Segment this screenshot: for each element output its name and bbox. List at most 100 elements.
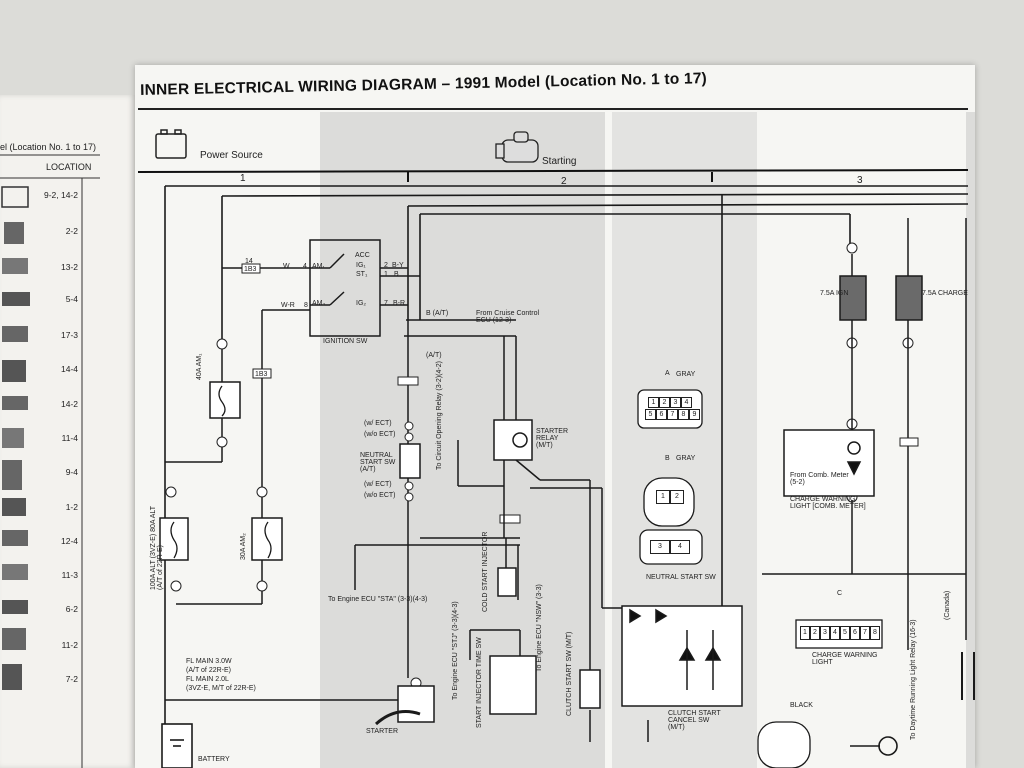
canada-note: (Canada): [944, 590, 951, 620]
connector-pin: 3: [650, 540, 670, 554]
connector-pin: 3: [670, 397, 681, 408]
fl-main-line4: (3VZ-E, M/T of 22R-E): [186, 685, 256, 692]
fl-main-line2: (A/T of 22R-E): [186, 667, 231, 674]
starter-label: STARTER: [366, 728, 399, 735]
ign-wire-w: W: [283, 263, 290, 270]
ign-wire-b: B: [394, 271, 399, 278]
connector-pin: 4: [670, 540, 690, 554]
battery-icon: [155, 129, 187, 159]
connector-pin: 4: [681, 397, 692, 408]
ign-wire-by: B-Y: [392, 262, 404, 269]
wo-ect-note-1: (w/o ECT): [364, 431, 396, 438]
column-3: 3: [857, 175, 863, 186]
location-entry: 17-3: [60, 330, 78, 340]
ign-pin-1: 1: [384, 271, 388, 278]
starter-relay: [493, 419, 533, 461]
b-at-note: B (A/T): [426, 310, 449, 317]
wo-ect-note-2: (w/o ECT): [364, 492, 396, 499]
start-injector-time-switch: [489, 655, 537, 715]
w-ect-note-2: (w/ ECT): [364, 481, 392, 488]
connector-a-letter: A: [665, 370, 670, 377]
fuse-blocks: [159, 381, 283, 561]
connector-pin: 6: [656, 409, 667, 420]
start-injector-time-sw-label: START INJECTOR TIME SW: [476, 637, 483, 728]
starter-relay-label: STARTER RELAY (M/T): [536, 428, 569, 449]
location-entry: 6-2: [65, 604, 78, 614]
location-entry: 11-2: [61, 640, 78, 650]
connector-black: [757, 721, 811, 768]
charge-fuse: [895, 275, 923, 321]
column-2: 2: [561, 176, 567, 187]
charge-warning-light: [783, 429, 875, 497]
location-entry: 5-4: [65, 294, 78, 304]
ign-pin-8: 8: [304, 302, 308, 309]
battery: [161, 723, 193, 768]
neutral-start-connector-label: NEUTRAL START SW: [646, 574, 716, 581]
at-note: (A/T): [426, 352, 442, 359]
connector-pin: 7: [667, 409, 678, 420]
connector-pin: 8: [870, 626, 880, 640]
from-comb-meter-note: From Comb. Meter (5-2): [790, 472, 849, 486]
ign-fuse: [839, 275, 867, 321]
connector-b-letter: B: [665, 455, 670, 462]
engine-ecu-sta-note: To Engine ECU "STA" (3-3)(4-3): [328, 596, 428, 603]
clutch-start-cancel-sw-label: CLUTCH START CANCEL SW (M/T): [668, 710, 721, 731]
ign-wire-wr: W-R: [281, 302, 295, 309]
left-page-title: el (Location No. 1 to 17): [0, 142, 97, 152]
clutch-start-switch: [579, 669, 601, 709]
gray-label-a: GRAY: [676, 371, 696, 378]
location-entry: 12-4: [60, 536, 78, 546]
location-entry: 7-2: [65, 674, 78, 684]
ground-terminal: [850, 736, 898, 756]
ign-st1-label: ST₁: [356, 271, 368, 278]
location-entry: 2-2: [65, 226, 78, 236]
location-entry: 14-2: [60, 399, 78, 409]
location-entry: 9-4: [65, 467, 78, 477]
ignition-switch: [222, 239, 420, 370]
cold-start-injector: [497, 567, 517, 597]
fuse-ign-label: 7.5A IGN: [820, 290, 849, 297]
connector-pin: 5: [840, 626, 850, 640]
connector-pin: 6: [850, 626, 860, 640]
fl-main-line1: FL MAIN 3.0W: [186, 658, 232, 665]
connector-pin: 1: [648, 397, 659, 408]
section-starting: Starting: [542, 156, 577, 167]
starter-motor-icon: [495, 131, 539, 163]
ign-acc-label: ACC: [355, 252, 370, 259]
circuit-opening-note: To Circuit Opening Relay (3-2)(4-2): [436, 361, 443, 470]
neutral-start-sw-label: NEUTRAL START SW (A/T): [360, 452, 396, 473]
engine-ecu-sti-note: To Engine ECU "STJ" (3-3)(4-3): [452, 601, 459, 700]
section-power-source: Power Source: [200, 150, 263, 161]
battery-label: BATTERY: [198, 756, 230, 763]
location-header: LOCATION: [46, 162, 92, 172]
connector-pin: 9: [689, 409, 700, 420]
ign-am1-label: AM₁: [312, 263, 325, 270]
ign-pin-4: 4: [303, 263, 307, 270]
cold-start-injector-label: COLD START INJECTOR: [482, 531, 489, 612]
connector-pin: 1: [656, 490, 670, 504]
location-entry: 9-2, 14-2: [43, 190, 78, 200]
ign-ig2-label: IG₂: [356, 300, 367, 307]
connector-pin: 7: [860, 626, 870, 640]
location-entry: 11-4: [61, 433, 78, 443]
connector-pin: 1: [800, 626, 810, 640]
w-ect-note-1: (w/ ECT): [364, 420, 392, 427]
ign-pin-14: 14: [245, 258, 253, 265]
location-entry: 13-2: [60, 262, 78, 272]
connector-pin: 8: [678, 409, 689, 420]
starter-motor: [374, 685, 435, 726]
connector-1b3-bottom: 1B3: [255, 371, 268, 378]
daytime-running-note: To Daytime Running Light Relay (16-3): [910, 619, 917, 740]
clutch-start-sw-label: CLUTCH START SW (M/T): [566, 631, 573, 716]
connector-pin: 2: [659, 397, 670, 408]
ign-ig1-label: IG₁: [356, 262, 366, 269]
ign-pin-7: 7: [384, 300, 388, 307]
shaded-column-starting: [320, 112, 605, 768]
ign-pin-2: 2: [384, 262, 388, 269]
location-entry: 11-3: [61, 570, 78, 580]
clutch-start-cancel-switch: [621, 605, 743, 707]
location-entry: 14-4: [60, 364, 78, 374]
charge-warning-light-label: CHARGE WARNING LIGHT [COMB. METER]: [790, 496, 866, 510]
neutral-start-switch: [399, 443, 421, 479]
